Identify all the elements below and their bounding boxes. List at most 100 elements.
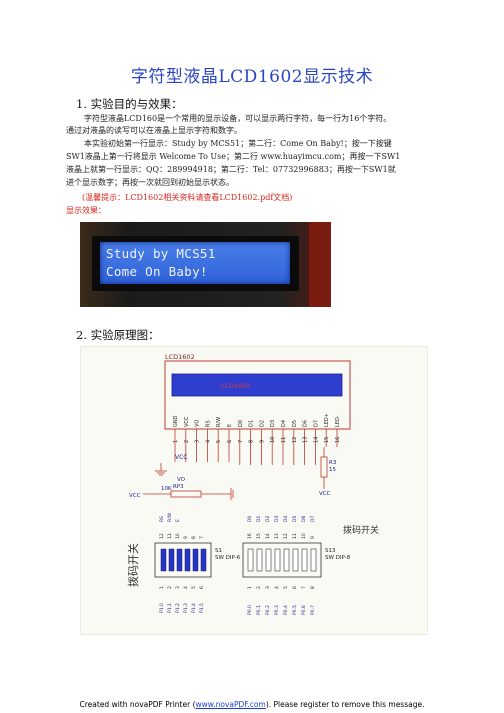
lcd-pin-name: RS [205,420,211,427]
lcd-pin-name: D3 [270,420,276,427]
dip-pin-number: 12 [159,533,165,539]
dip-key [247,548,254,572]
dip-signal: RS [159,516,165,522]
potentiometer [170,490,202,498]
dip-signal: P1.2 [175,603,181,613]
dip-signal: P0.5 [292,605,298,615]
lcd-pin-number: 2 [184,440,190,443]
dip-signal: D5 [292,516,298,522]
lcd-pin-number: 7 [238,440,244,443]
lcd-pin-number: 3 [195,440,201,443]
lcd-line-1: Study by MCS51 [106,246,216,261]
s13-type: SW DIP-8 [325,555,351,561]
dip-key [200,548,207,572]
paragraph-line: 本实验初始第一行显示：Study by MCS51；第二行：Come On Ba… [84,139,392,148]
dip-signal: D3 [274,516,280,522]
lcd-pin-name: D4 [281,420,287,427]
lcd-module-outline [164,360,351,430]
dip-pin-number: 14 [265,533,271,539]
footer-suffix: ). Please register to remove this messag… [265,700,425,709]
dip-switch-left-label: 拨码开关 [126,543,140,587]
dip-key [168,548,175,572]
lcd-pin-number: 9 [259,440,265,443]
dip-pin-number: 16 [247,533,253,539]
dip-signal: P0.7 [310,605,316,615]
lcd-pin-name: VCC [184,416,190,427]
lcd-pin-group: GND1VCC2VO3RS4R/W5E6D07D18D29D310D411D51… [173,413,341,465]
paragraph-line: 字符型液晶LCD160是一个常用的显示设备，可以显示两行字符，每一行为16个字符… [84,114,392,123]
dip-signal: D6 [301,516,307,522]
dip-pin-number: 1 [159,586,165,589]
lcd-pin-name: D2 [259,420,265,427]
footer-link[interactable]: www.novaPDF.com [195,700,266,709]
module-ref: LCD1602 [165,353,195,361]
dip-pin-number: 7 [301,586,307,589]
schematic-svg: LCD1602 LCD1602 GND1VCC2VO3RS4R/W5E6D07D… [126,353,379,615]
lcd-pin-number: 10 [270,437,276,443]
lcd-pin-name: LED+ [324,413,330,427]
dip-signal: P1.0 [159,603,165,613]
lcd-pin-name: LED- [335,415,341,427]
lcd-pin-number: 15 [324,437,330,443]
lcd-pin-number: 13 [303,437,309,443]
paragraph-line: 通过对液晶的读写可以在液晶上显示字符和数字。 [66,126,242,135]
dip-signal: P0.0 [247,605,253,615]
vcc-label-2: VCC [129,493,141,499]
dip-key [184,548,191,572]
dip-pin-number: 2 [167,586,173,589]
lcd-pin-name: E [227,424,233,427]
dip-pin-number: 12 [283,533,289,539]
lcd-pin-name: R/W [216,417,222,427]
dip-switch-right-label: 拨码开关 [343,524,379,536]
dip-signal: D7 [310,516,316,522]
dip-signal: P1.1 [167,603,173,613]
lcd-pin-name: D5 [292,420,298,427]
dip-pin-number: 10 [301,533,307,539]
lcd-pin-number: 4 [205,440,211,443]
dip-signal: P1.4 [191,603,197,613]
vcc-label-3: VCC [319,491,331,497]
hint-note: (温馨提示：LCD1602相关资料请查看LCD1602.pdf文档) [82,193,293,202]
dip-switch-s13 [242,542,322,578]
dip-signal: P0.1 [256,605,262,615]
lcd-pin-name: D7 [313,420,319,427]
dip-signal: D0 [247,516,253,522]
s1-label: S1 [215,548,222,554]
lcd-pin-number: 1 [173,440,179,443]
lcd-pin-number: 14 [313,437,319,443]
dip-signal: D1 [256,516,262,522]
lcd-pin-number: 16 [335,437,341,443]
dip-key [256,548,263,572]
s1-type: SW DIP-6 [215,555,241,561]
dip-key [192,548,199,572]
lcd-pin-name: VO [195,420,201,427]
dip-key [265,548,272,572]
dip-pin-number: 13 [274,533,280,539]
pcb-red-board [309,222,331,307]
dip-pin-number: 8 [191,536,197,539]
s13-label: S13 [325,548,336,554]
lcd-pin-number: 12 [292,437,298,443]
lcd-pin-name: D1 [249,420,255,427]
dip-key [292,548,299,572]
lcd-pin-name: GND [173,415,179,427]
paragraph-line: 进个显示数字；再按一次就回到初始显示状态。 [66,178,234,187]
dip-signal: P0.6 [301,605,307,615]
dip-pin-number: 8 [310,586,316,589]
section-heading-purpose: 1. 实验目的与效果： [76,97,183,111]
dip-key [301,548,308,572]
lcd-pin-number: 8 [249,440,255,443]
dip-key [176,548,183,572]
dip-right-key-group [247,548,317,572]
dip-signal: D2 [265,516,271,522]
dip-pin-number: 4 [183,586,189,589]
lcd-pin-number: 11 [281,437,287,443]
dip-pin-number: 9 [310,536,316,539]
lcd-pin-number: 5 [216,440,222,443]
dip-pin-number: 5 [283,586,289,589]
dip-signal: P0.4 [283,605,289,615]
r3-label: R3 [329,460,337,466]
